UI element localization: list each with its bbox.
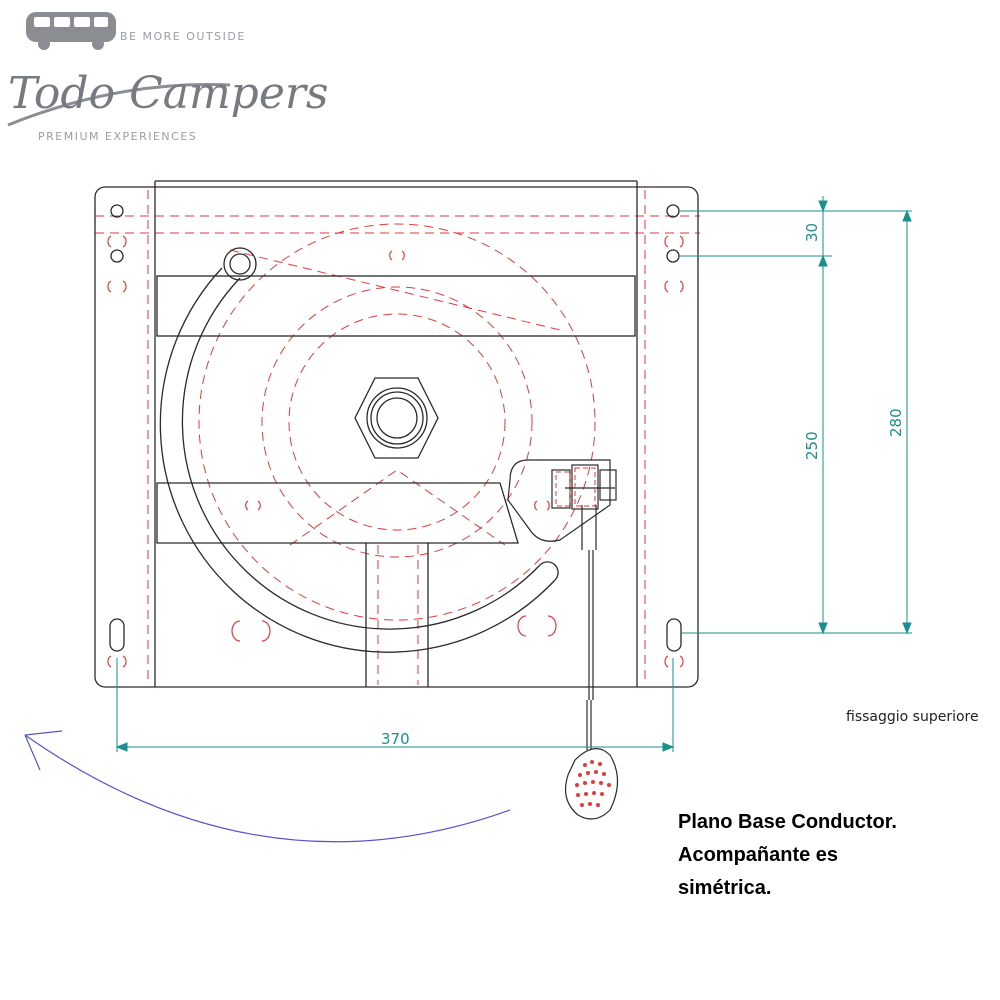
caption-line-2: Acompañante es <box>678 844 839 866</box>
hidden-lines <box>95 190 700 685</box>
logo-swoosh <box>7 83 231 127</box>
caption-line-3: simétrica. <box>678 877 772 899</box>
dimension-250-label: 250 <box>803 431 821 460</box>
caption-line-1: Plano Base Conductor. <box>678 811 897 833</box>
van-icon <box>26 12 116 50</box>
logo-tagline-top: BE MORE OUTSIDE <box>120 30 246 43</box>
arc-slot <box>159 247 559 653</box>
central-hex-nut <box>354 377 439 459</box>
hidden-hole-marks <box>107 235 684 668</box>
latch-hidden-detail <box>555 467 596 507</box>
rotation-arrow <box>24 730 511 843</box>
dimension-280-label: 280 <box>887 408 905 437</box>
latch-lever <box>507 459 617 750</box>
dimension-lines <box>115 196 912 752</box>
base-plate-outline <box>94 180 699 688</box>
dimension-370-label: 370 <box>381 730 410 748</box>
fixing-note: fissaggio superiore <box>846 709 979 725</box>
logo-name: Todo Campers <box>8 68 329 119</box>
logo: BE MORE OUTSIDE Todo Campers PREMIUM EXP… <box>7 12 329 143</box>
lever-handle-icon <box>565 748 619 820</box>
dimension-30-label: 30 <box>803 223 821 242</box>
mounting-holes <box>109 204 682 652</box>
logo-tagline-bottom: PREMIUM EXPERIENCES <box>38 130 197 143</box>
drawing-caption: Plano Base Conductor. Acompañante es sim… <box>678 806 978 905</box>
